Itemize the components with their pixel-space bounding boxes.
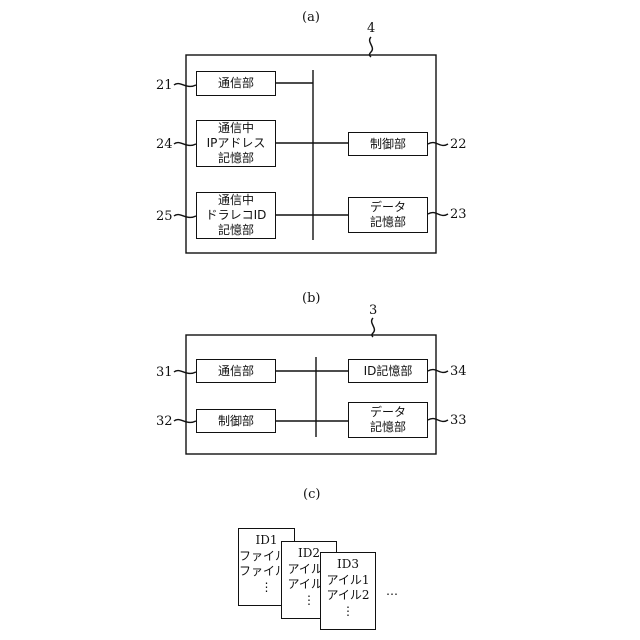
block-text: 記憶部	[218, 223, 254, 238]
block-comm-unit: 通信部	[196, 359, 276, 383]
block-comm-unit: 通信部	[196, 71, 276, 96]
block-data-storage: データ 記憶部	[348, 197, 428, 233]
block-text: 制御部	[370, 137, 406, 152]
ref-25: 25	[156, 210, 173, 223]
block-data-storage: データ 記憶部	[348, 402, 428, 438]
block-text: データ	[370, 200, 406, 215]
block-text: ドラレコID	[206, 208, 267, 223]
caption-a: (a)	[302, 11, 320, 24]
ref-31: 31	[156, 366, 173, 379]
block-text: 記憶部	[370, 215, 406, 230]
block-id-storage: ID記憶部	[348, 359, 428, 383]
ref-24: 24	[156, 138, 173, 151]
more-files-ellipsis: …	[386, 585, 398, 597]
block-control-unit: 制御部	[348, 132, 428, 156]
block-text: IPアドレス	[207, 136, 266, 151]
ref-23: 23	[450, 208, 467, 221]
file-text: アイル2	[321, 588, 375, 604]
file-text: ID3	[321, 557, 375, 573]
ref-4: 4	[367, 22, 375, 35]
ref-34: 34	[450, 365, 467, 378]
ref-22: 22	[450, 138, 467, 151]
file-sheet-id3: ID3 アイル1 アイル2 ⋮	[320, 552, 376, 630]
block-text: 通信中	[218, 121, 254, 136]
block-text: 通信中	[218, 193, 254, 208]
block-text: 制御部	[218, 414, 254, 429]
block-text: データ	[370, 405, 406, 420]
block-text: 記憶部	[370, 420, 406, 435]
ref-3: 3	[369, 304, 377, 317]
file-text: ⋮	[321, 604, 375, 620]
block-ip-address-storage: 通信中 IPアドレス 記憶部	[196, 120, 276, 167]
block-text: 通信部	[218, 76, 254, 91]
block-text: ID記憶部	[364, 364, 413, 379]
ref-21: 21	[156, 79, 173, 92]
block-control-unit: 制御部	[196, 409, 276, 433]
ref-33: 33	[450, 414, 467, 427]
block-recorder-id-storage: 通信中 ドラレコID 記憶部	[196, 192, 276, 239]
block-text: 通信部	[218, 364, 254, 379]
ref-32: 32	[156, 415, 173, 428]
caption-c: (c)	[303, 488, 320, 501]
caption-b: (b)	[302, 292, 320, 305]
file-text: アイル1	[321, 573, 375, 589]
block-text: 記憶部	[218, 151, 254, 166]
